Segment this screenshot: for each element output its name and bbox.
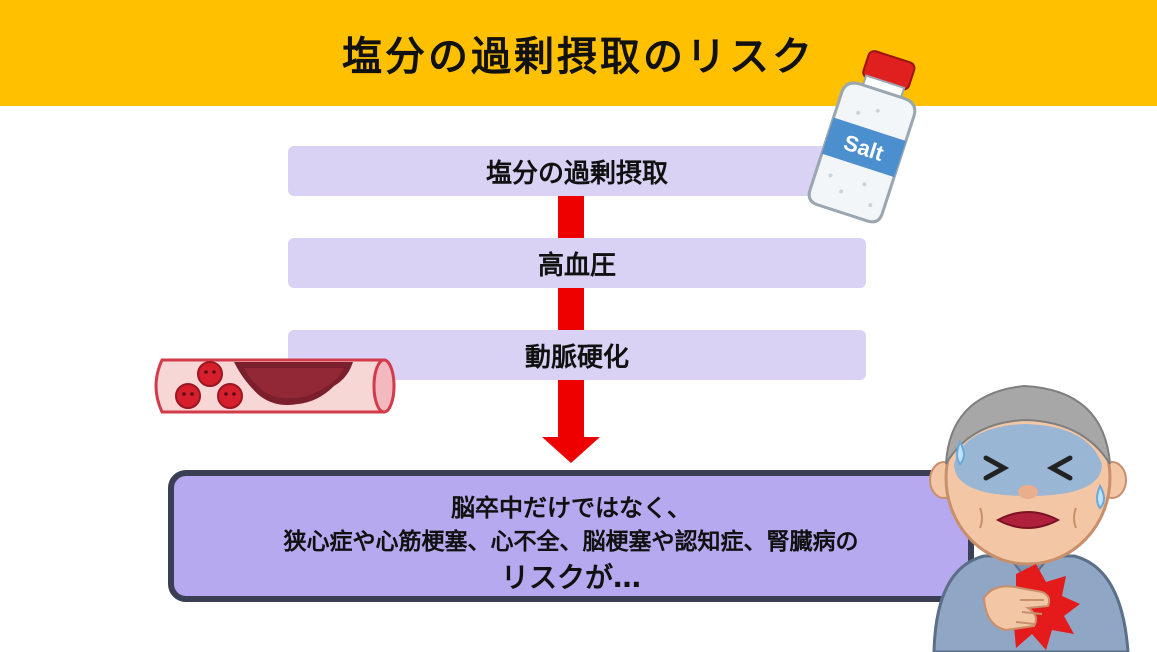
step-label: 塩分の過剰摂取 [485, 158, 668, 189]
arrow-head [542, 437, 600, 463]
page-title: 塩分の過剰摂取のリスク [342, 34, 815, 80]
risk-message-box: 脳卒中だけではなく、 狭心症や心筋梗塞、心不全、脳梗塞や認知症、腎臓病の リスク… [168, 470, 974, 602]
arrow-connector-1 [558, 196, 584, 238]
arrow-connector-3 [558, 380, 584, 440]
arrow-connector-2 [558, 288, 584, 330]
step-salt-intake: 塩分の過剰摂取 [288, 146, 866, 196]
risk-text-line2: 狭心症や心筋梗塞、心不全、脳梗塞や認知症、腎臓病の [283, 529, 859, 555]
step-label: 動脈硬化 [524, 342, 629, 373]
elderly-man-chest-pain-illustration [929, 384, 1130, 652]
step-hypertension: 高血圧 [288, 238, 866, 288]
risk-text-line1: 脳卒中だけではなく、 [451, 494, 691, 522]
salt-bottle-illustration: Salt [807, 50, 917, 224]
step-label: 高血圧 [537, 250, 616, 281]
artery-illustration [154, 358, 396, 414]
header-banner: 塩分の過剰摂取のリスク [0, 0, 1157, 106]
risk-text-line3: リスクが… [500, 561, 641, 594]
